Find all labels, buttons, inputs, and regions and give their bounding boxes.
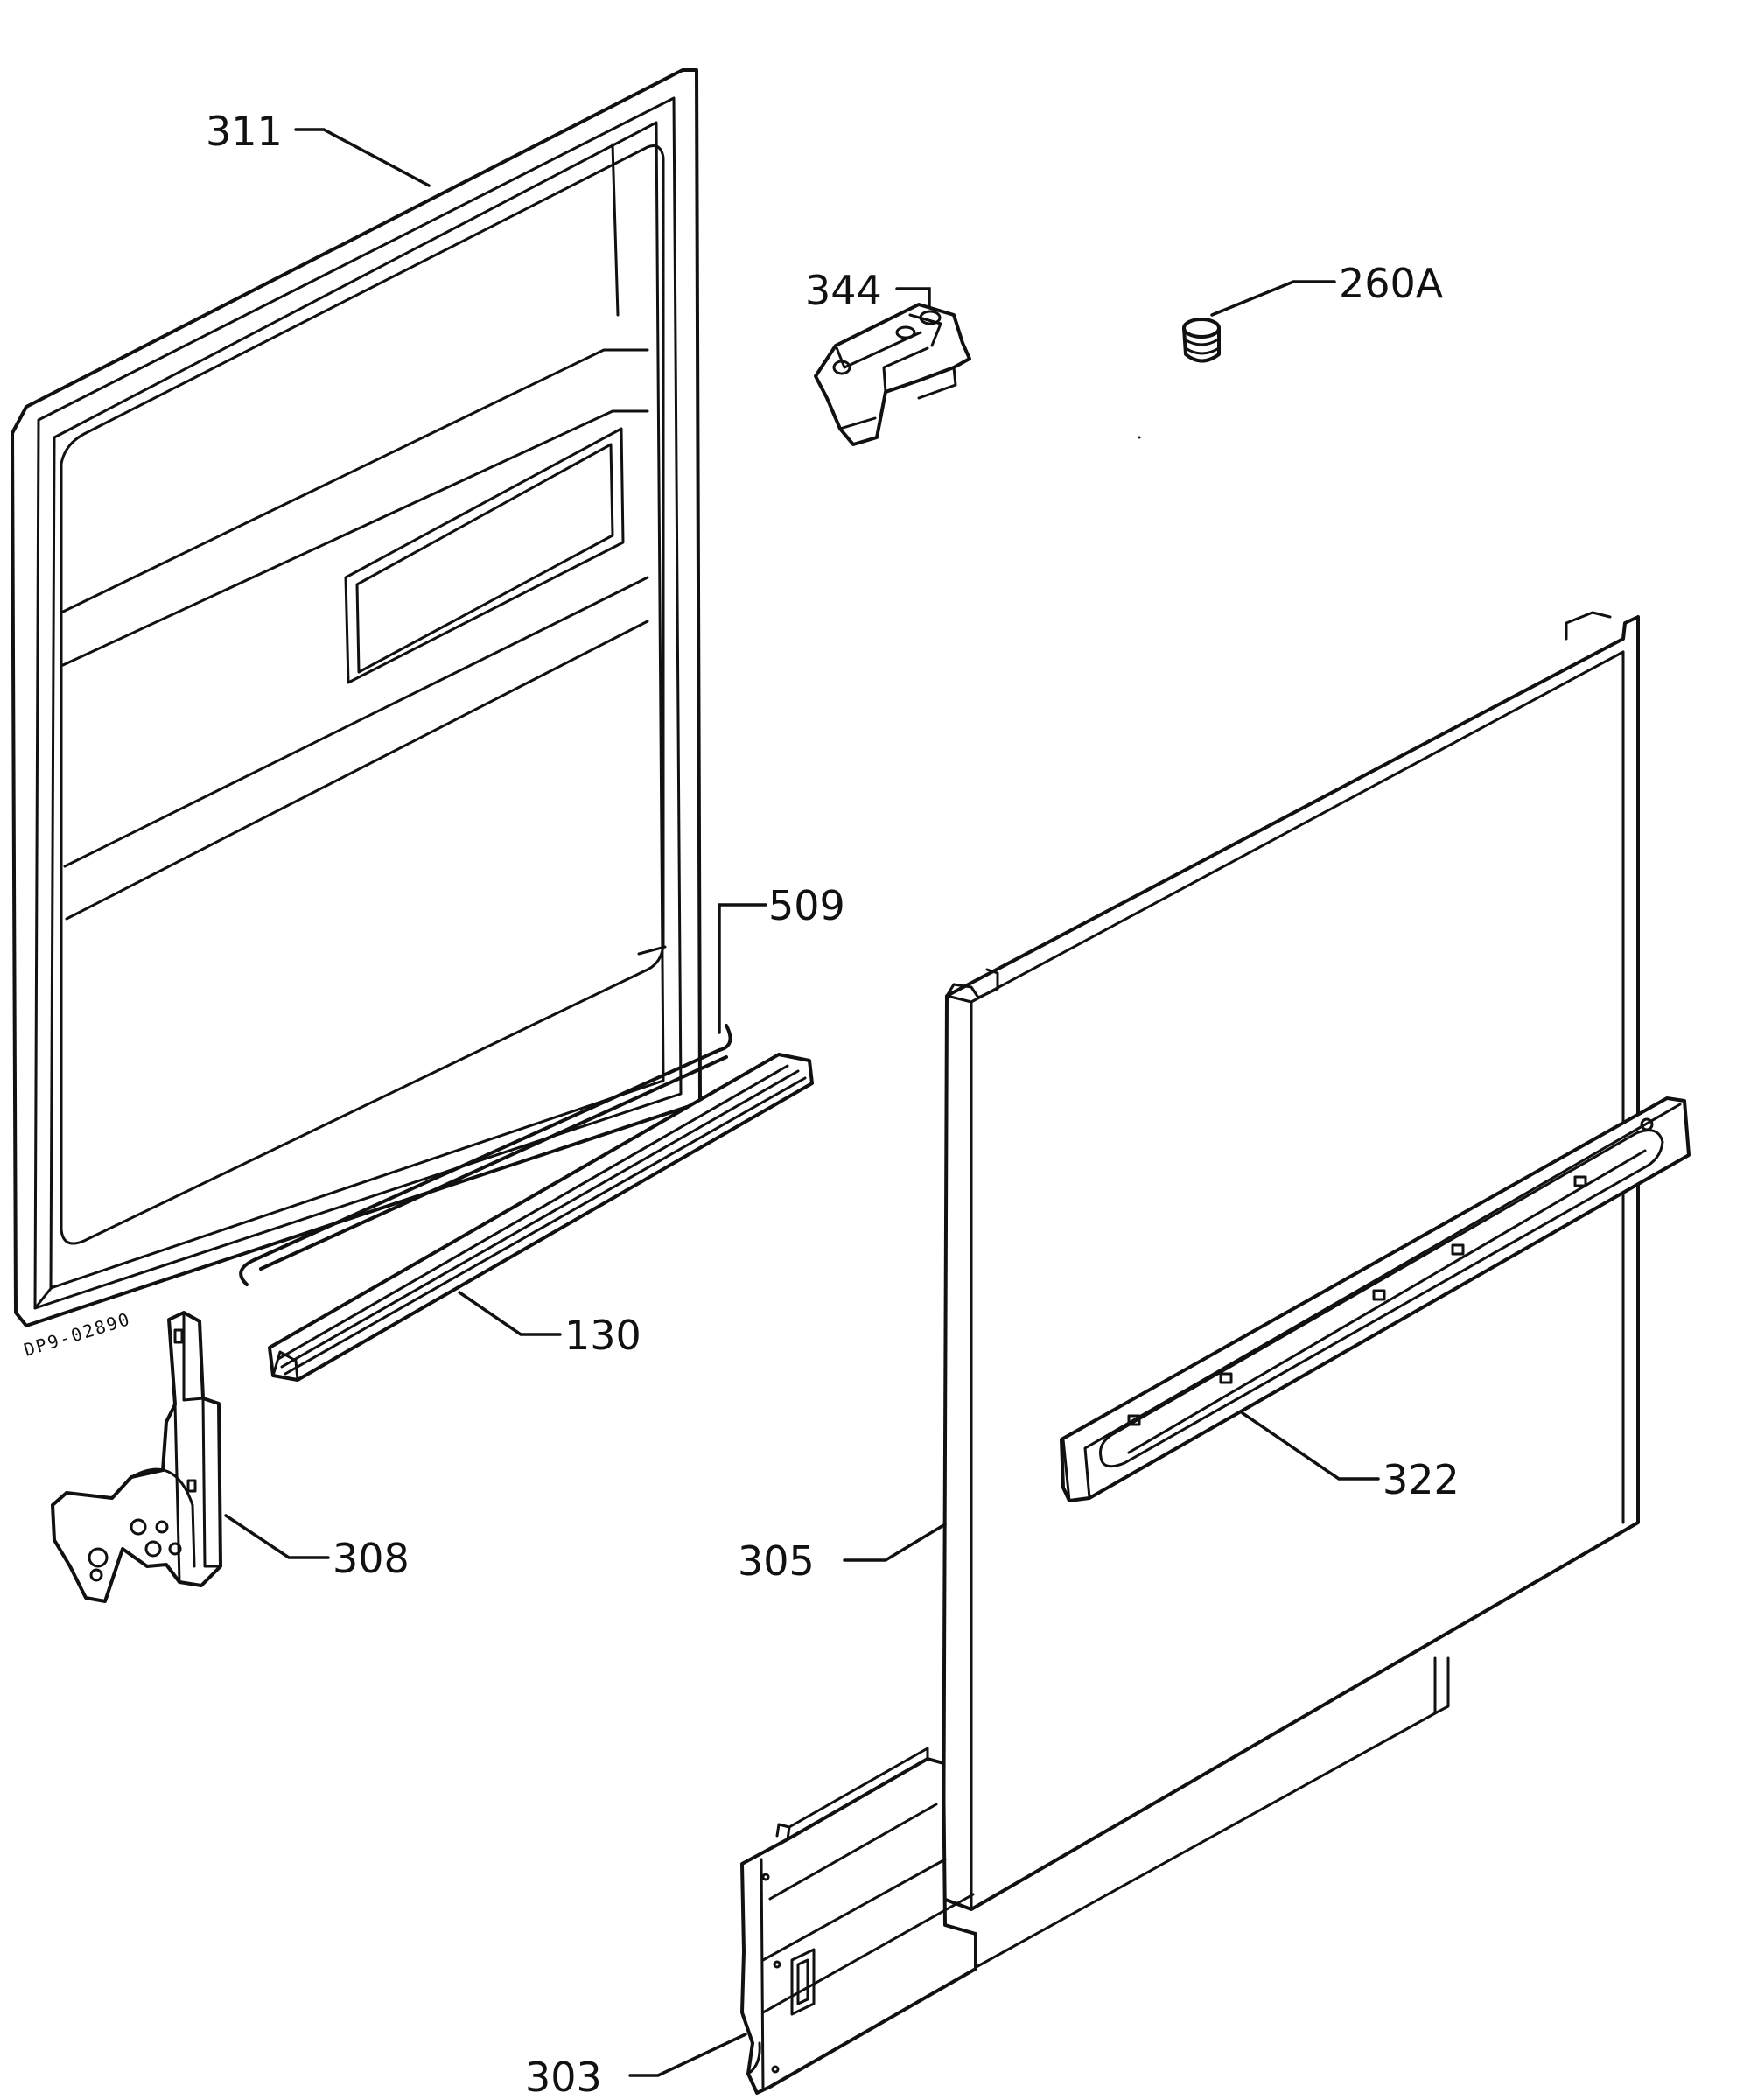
leader-344 — [895, 287, 931, 308]
leader-130 — [458, 1291, 562, 1336]
part-260a-bushing[interactable] — [1182, 318, 1221, 363]
stray-dot — [1138, 436, 1141, 439]
callout-344: 344 — [805, 267, 882, 314]
document-id: DP9-02890 — [21, 1308, 133, 1361]
callout-311: 311 — [206, 108, 283, 155]
callout-322: 322 — [1383, 1456, 1460, 1503]
leader-322 — [1241, 1411, 1380, 1480]
leader-260a — [1210, 280, 1336, 317]
leader-305 — [843, 1522, 947, 1562]
part-322-handle-rail[interactable] — [1060, 1096, 1691, 1502]
part-509-wire-rod[interactable] — [239, 1024, 732, 1286]
leader-303 — [628, 2033, 747, 2077]
callout-260a: 260A — [1339, 260, 1444, 307]
part-308-hinge[interactable] — [51, 1311, 222, 1603]
callout-130: 130 — [564, 1312, 641, 1359]
callout-labels: 311 344 260A 509 130 308 305 322 303 — [206, 108, 1460, 2100]
callout-308: 308 — [333, 1535, 410, 1582]
leader-lines — [224, 128, 1380, 2077]
leader-308 — [224, 1514, 330, 1559]
callout-305: 305 — [738, 1537, 815, 1585]
callout-509: 509 — [768, 882, 845, 929]
leader-311 — [294, 128, 431, 187]
part-311-inner-door[interactable] — [11, 68, 702, 1327]
leader-509 — [718, 903, 767, 1034]
part-303-bottom-panel[interactable] — [740, 1746, 977, 2095]
part-344-door-lock[interactable] — [814, 303, 971, 446]
part-130-seal-strip[interactable] — [268, 1053, 814, 1382]
part-305-outer-door[interactable] — [942, 611, 1640, 1970]
callout-303: 303 — [525, 2054, 602, 2100]
